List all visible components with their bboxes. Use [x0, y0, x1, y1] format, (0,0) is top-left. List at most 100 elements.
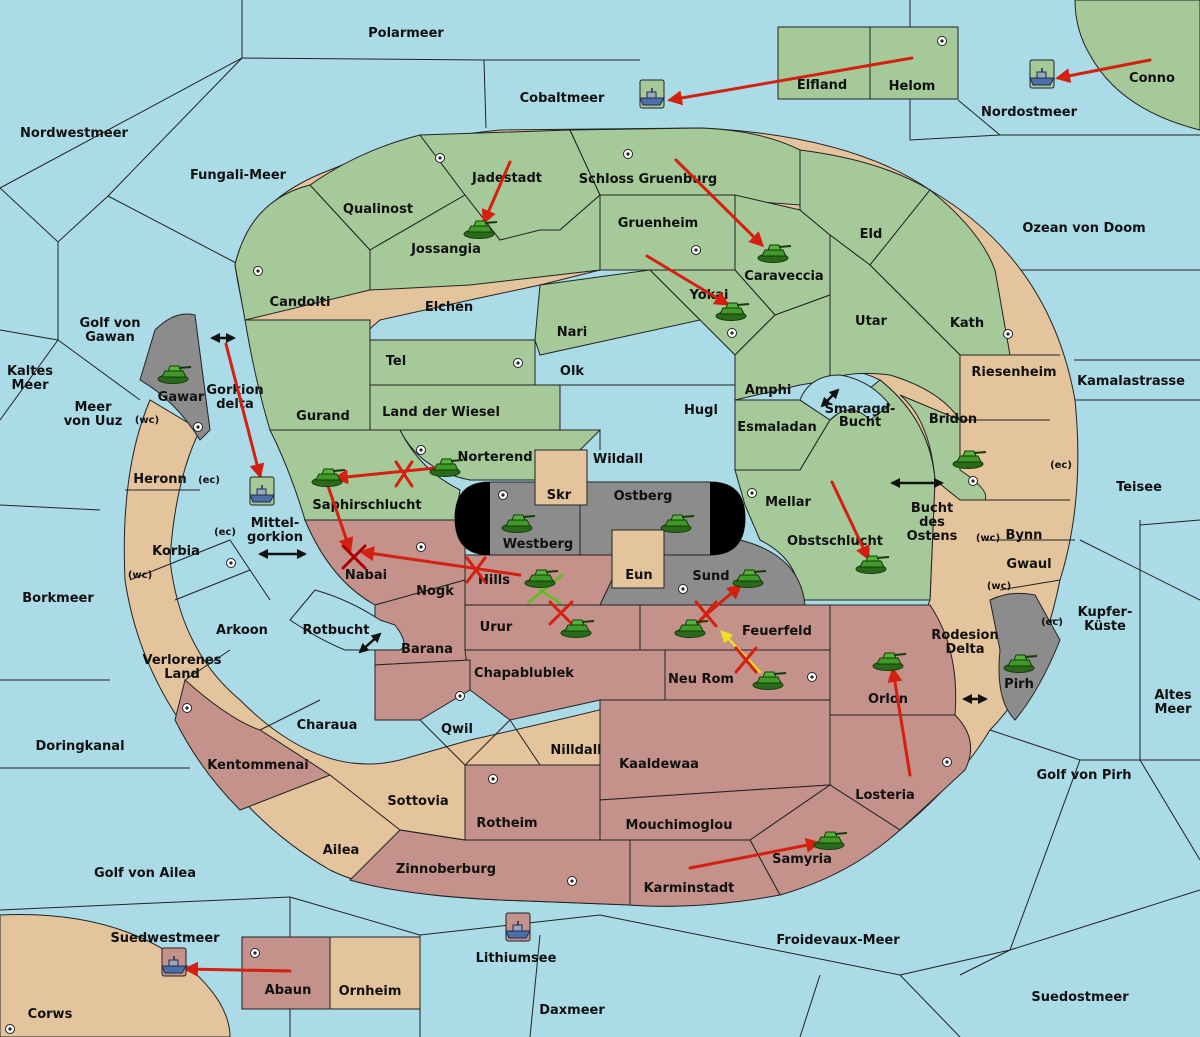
label-rotheim: Rotheim — [476, 816, 537, 831]
x-marks — [341, 460, 758, 674]
label-qualinost: Qualinost — [343, 202, 413, 217]
label-helom: Helom — [889, 79, 936, 94]
label-doringkanal: Doringkanal — [35, 739, 124, 754]
order-arrows — [183, 56, 1152, 977]
label-utar: Utar — [855, 314, 888, 329]
label-corws: Corws — [28, 1007, 73, 1022]
label-chapablublek: Chapablublek — [474, 666, 574, 681]
label-gurand: Gurand — [296, 409, 350, 424]
label-bridon: Bridon — [929, 412, 977, 427]
label-conno: Conno — [1129, 71, 1175, 86]
label-nordostmeer: Nordostmeer — [981, 105, 1078, 120]
label-mellar: Mellar — [765, 495, 811, 510]
coast-heronn-ec: (ec) — [198, 475, 220, 486]
red-territories — [174, 519, 972, 907]
label-qwil: Qwil — [441, 722, 473, 737]
label-arkoon: Arkoon — [216, 623, 268, 638]
label-neu-rom: Neu Rom — [668, 672, 734, 687]
label-nari: Nari — [557, 325, 588, 340]
province-eun[interactable] — [611, 529, 665, 589]
label-gawar: Gawar — [158, 390, 205, 405]
province-conno[interactable] — [1074, 0, 1200, 131]
label-golf-pirh: Golf von Pirh — [1036, 768, 1131, 783]
sea-smaragd[interactable] — [799, 374, 891, 421]
fleets — [161, 59, 1055, 977]
label-sund: Sund — [692, 569, 729, 584]
label-kentommenai: Kentommenai — [207, 758, 308, 773]
label-losteria: Losteria — [855, 788, 915, 803]
label-esmaladan: Esmaladan — [737, 420, 817, 435]
province-skr[interactable] — [534, 449, 588, 506]
label-gruenheim: Gruenheim — [618, 216, 698, 231]
label-skr: Skr — [547, 488, 572, 503]
label-ailea: Ailea — [323, 843, 360, 858]
label-charaua: Charaua — [297, 718, 358, 733]
label-lithiumsee: Lithiumsee — [476, 951, 557, 966]
coast-bynn-wc: (wc) — [976, 533, 1000, 544]
label-elchen: Elchen — [425, 300, 473, 315]
label-fungali: Fungali-Meer — [190, 168, 287, 183]
label-smaragd: Smaragd-Bucht — [825, 402, 896, 430]
label-suedostmeer: Suedostmeer — [1031, 990, 1129, 1005]
label-orlon: Orlon — [868, 692, 908, 707]
province-ornheim[interactable] — [329, 936, 421, 1010]
label-nogk: Nogk — [416, 584, 454, 599]
label-eun: Eun — [625, 568, 652, 583]
label-daxmeer: Daxmeer — [539, 1003, 605, 1018]
label-eld: Eld — [860, 227, 883, 242]
label-heronn: Heronn — [133, 472, 187, 487]
label-hugl: Hugl — [684, 403, 718, 418]
label-urur: Urur — [480, 620, 513, 635]
sea-labels: Polarmeer Cobaltmeer Nordostmeer Nordwes… — [7, 26, 1192, 1022]
province-elfland[interactable] — [777, 26, 871, 100]
label-rotbucht: Rotbucht — [303, 623, 370, 638]
label-jossangia: Jossangia — [410, 242, 481, 257]
label-norterend: Norterend — [457, 450, 532, 465]
label-jadestadt: Jadestadt — [471, 171, 542, 186]
label-abaun: Abaun — [265, 983, 312, 998]
label-teisee: Teisee — [1116, 480, 1162, 495]
label-borkmeer: Borkmeer — [22, 591, 94, 606]
label-gwaul: Gwaul — [1006, 557, 1051, 572]
label-golf-ailea: Golf von Ailea — [94, 866, 196, 881]
label-sottovia: Sottovia — [387, 794, 448, 809]
coast-labels: (wc) (ec) (ec) (wc) (ec) (wc) (wc) (ec) — [128, 415, 1072, 628]
label-barana: Barana — [401, 642, 453, 657]
label-pirh: Pirh — [1004, 677, 1034, 692]
label-amphi: Amphi — [745, 383, 792, 398]
province-abaun[interactable] — [241, 936, 331, 1010]
label-kaaldewaa: Kaaldewaa — [619, 757, 699, 772]
label-candolti: Candolti — [270, 295, 331, 310]
label-kamala: Kamalastrasse — [1077, 374, 1185, 389]
coast-korbia-ec: (ec) — [214, 527, 236, 538]
label-obstschlucht: Obstschlucht — [787, 534, 883, 549]
canal-arrows — [210, 333, 988, 704]
label-kupfer: Kupfer-Küste — [1078, 605, 1133, 634]
label-korbia: Korbia — [152, 544, 200, 559]
label-land-wiesel: Land der Wiesel — [382, 405, 500, 420]
label-cobaltmeer: Cobaltmeer — [520, 91, 605, 106]
label-polarmeer: Polarmeer — [368, 26, 444, 41]
label-samyria: Samyria — [772, 852, 832, 867]
label-karminstadt: Karminstadt — [644, 881, 735, 896]
label-wildall: Wildall — [593, 452, 643, 467]
label-ozean: Ozean von Doom — [1022, 221, 1145, 236]
label-feuerfeld: Feuerfeld — [742, 624, 812, 639]
tunnel-west — [455, 482, 490, 555]
label-olk: Olk — [560, 364, 585, 379]
label-nordwestmeer: Nordwestmeer — [20, 126, 128, 141]
coast-pirh-wc: (wc) — [987, 581, 1011, 592]
label-mouchimoglou: Mouchimoglou — [626, 818, 733, 833]
coast-pirh-ec: (ec) — [1041, 617, 1063, 628]
label-schloss: Schloss Gruenburg — [579, 172, 717, 187]
